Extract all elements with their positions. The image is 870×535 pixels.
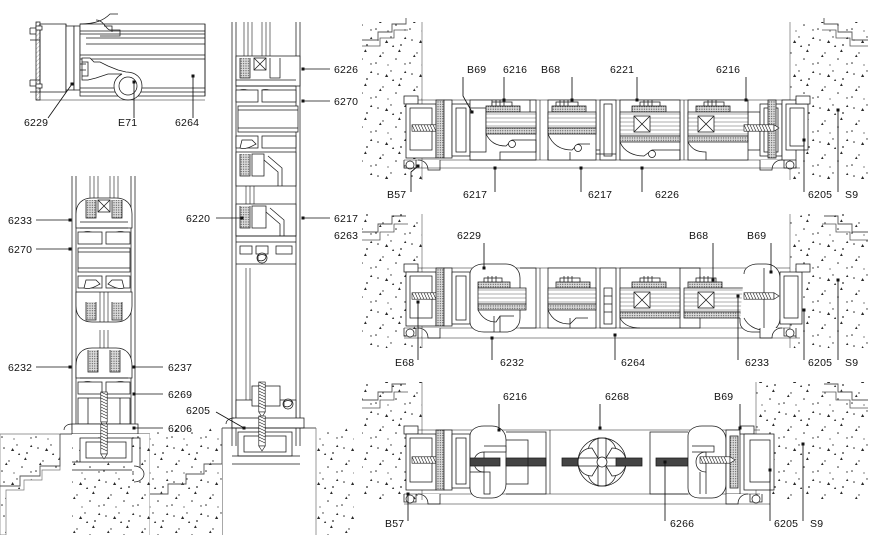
- part-label-6220: 6220: [186, 213, 210, 225]
- part-label-E68: E68: [395, 357, 414, 369]
- part-label-6269: 6269: [168, 389, 192, 401]
- leader-terminator: [132, 392, 136, 396]
- leader-terminator: [68, 247, 72, 251]
- detail-mid-column-geometry: [150, 22, 354, 535]
- detail-top-left-geometry: [29, 13, 206, 101]
- leader-terminator: [738, 426, 742, 430]
- leader-terminator: [68, 218, 72, 222]
- leader-terminator: [640, 166, 644, 170]
- leader-terminator: [416, 164, 420, 168]
- leader-detail-top-right-B57-0: [410, 165, 419, 192]
- leader-terminator: [769, 270, 773, 274]
- annotation-layer: [36, 67, 840, 521]
- leader-terminator: [768, 468, 772, 472]
- leader-terminator: [613, 333, 617, 337]
- part-label-6216: 6216: [503, 64, 527, 76]
- leader-terminator: [301, 67, 305, 71]
- part-label-6266: 6266: [670, 518, 694, 530]
- leader-terminator: [736, 294, 740, 298]
- leader-terminator: [635, 98, 639, 102]
- leader-terminator: [242, 426, 246, 430]
- leader-terminator: [802, 138, 806, 142]
- part-label-6217: 6217: [463, 189, 487, 201]
- part-label-6232: 6232: [500, 357, 524, 369]
- leader-terminator: [132, 365, 136, 369]
- leader-terminator: [70, 82, 74, 86]
- leader-terminator: [240, 216, 244, 220]
- part-label-S9: S9: [845, 357, 858, 369]
- part-label-6205: 6205: [186, 405, 210, 417]
- leader-terminator: [598, 426, 602, 430]
- leader-terminator: [301, 99, 305, 103]
- part-label-S9: S9: [810, 518, 823, 530]
- detail-mid-right-geometry: [362, 214, 868, 348]
- detail-bottom-right-geometry: [362, 382, 868, 505]
- part-label-6205: 6205: [808, 357, 832, 369]
- leader-detail-top-left-6229-0: [47, 83, 73, 119]
- part-label-6270: 6270: [8, 244, 32, 256]
- label-layer: 6229 E71 6264 6233 6270 6232 6237 6269 6205 6206 6…: [8, 64, 858, 530]
- part-label-6237: 6237: [168, 362, 192, 374]
- part-label-6233: 6233: [745, 357, 769, 369]
- detail-mid-left-geometry: [0, 176, 151, 535]
- part-label-E71: E71: [118, 117, 137, 129]
- leader-terminator: [836, 108, 840, 112]
- part-label-6270: 6270: [334, 96, 358, 108]
- part-label-6264: 6264: [175, 117, 199, 129]
- leader-terminator: [802, 308, 806, 312]
- part-label-6226: 6226: [655, 189, 679, 201]
- leader-detail-top-right-B69-0: [462, 77, 473, 113]
- part-label-B69: B69: [747, 230, 766, 242]
- leader-terminator: [191, 74, 195, 78]
- part-label-6226: 6226: [334, 64, 358, 76]
- detail-top-right-geometry: [362, 18, 868, 180]
- part-label-B69: B69: [714, 391, 733, 403]
- leader-terminator: [497, 428, 501, 432]
- leader-terminator: [482, 266, 486, 270]
- part-label-6221: 6221: [610, 64, 634, 76]
- part-label-6233: 6233: [8, 215, 32, 227]
- leader-terminator: [68, 365, 72, 369]
- leader-terminator: [132, 80, 136, 84]
- part-label-B68: B68: [541, 64, 560, 76]
- leader-terminator: [711, 278, 715, 282]
- leader-terminator: [663, 460, 667, 464]
- part-label-6206: 6206: [168, 423, 192, 435]
- leader-detail-mid-left-6205-5: [215, 411, 245, 429]
- part-label-6216: 6216: [716, 64, 740, 76]
- leader-terminator: [502, 98, 506, 102]
- leader-terminator: [301, 216, 305, 220]
- part-label-6232: 6232: [8, 362, 32, 374]
- leader-terminator: [416, 300, 420, 304]
- part-label-6264: 6264: [621, 357, 645, 369]
- part-label-6216: 6216: [503, 391, 527, 403]
- part-label-6205: 6205: [774, 518, 798, 530]
- part-label-B57: B57: [385, 518, 404, 530]
- part-label-B68: B68: [689, 230, 708, 242]
- part-label-B57: B57: [387, 189, 406, 201]
- leader-terminator: [490, 336, 494, 340]
- part-label-S9: S9: [845, 189, 858, 201]
- leader-terminator: [836, 278, 840, 282]
- leader-terminator: [579, 166, 583, 170]
- part-label-6217: 6217: [334, 213, 358, 225]
- leader-terminator: [132, 426, 136, 430]
- part-label-6229: 6229: [24, 117, 48, 129]
- leader-terminator: [406, 492, 410, 496]
- part-label-6229: 6229: [457, 230, 481, 242]
- part-label-6268: 6268: [605, 391, 629, 403]
- leader-terminator: [493, 166, 497, 170]
- part-label-6217: 6217: [588, 189, 612, 201]
- leader-terminator: [801, 442, 805, 446]
- part-label-B69: B69: [467, 64, 486, 76]
- leader-terminator: [570, 98, 574, 102]
- part-label-6205: 6205: [808, 189, 832, 201]
- leader-terminator: [470, 110, 474, 114]
- leader-terminator: [744, 98, 748, 102]
- part-label-6263: 6263: [334, 230, 358, 242]
